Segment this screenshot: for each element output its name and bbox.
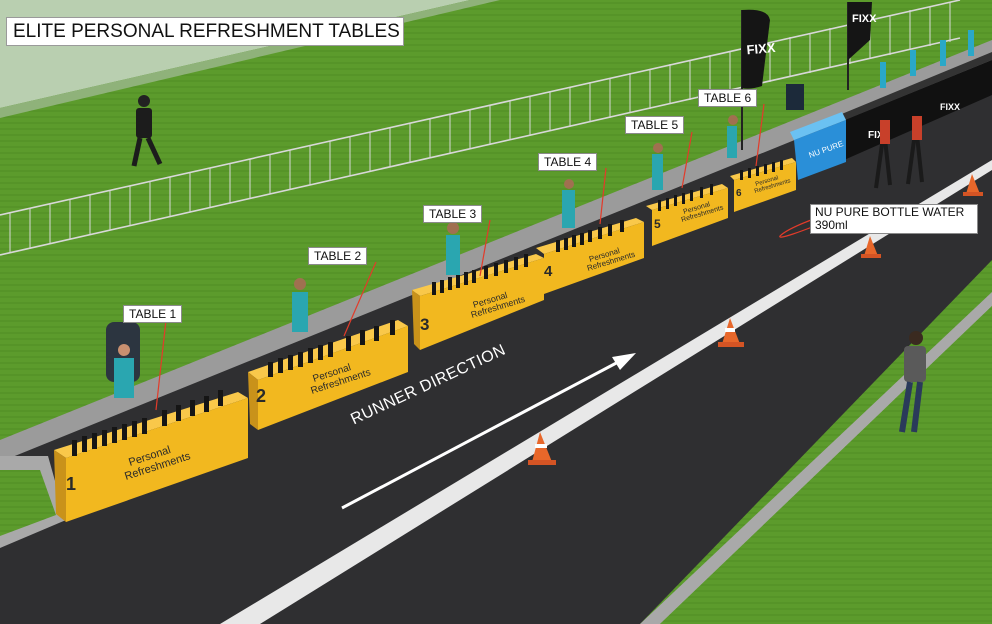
svg-text:FIXX: FIXX (940, 102, 960, 112)
far-tables: FIXX FIXX (832, 52, 992, 160)
table-6-number: 6 (736, 188, 742, 199)
svg-text:FIXX: FIXX (746, 40, 776, 57)
water-label-line2: 390ml (815, 218, 848, 232)
table-1-number: 1 (66, 474, 76, 494)
table-5-label: TABLE 5 (625, 116, 685, 134)
distant-volunteers (880, 30, 974, 88)
standing-person (899, 331, 926, 433)
svg-text:FIXX: FIXX (852, 13, 877, 25)
cone-3 (861, 236, 881, 258)
grass-pocket (0, 470, 56, 536)
svg-text:FIXX: FIXX (868, 130, 891, 141)
table-4-number: 4 (544, 263, 553, 280)
walking-person (131, 95, 163, 167)
table-5-number: 5 (654, 217, 661, 231)
cone-1 (528, 432, 556, 465)
table-volunteers (106, 115, 738, 398)
water-volunteer (786, 84, 804, 110)
table-1-label: TABLE 1 (123, 305, 183, 323)
athletes (874, 116, 924, 189)
table-6-box (730, 158, 796, 212)
table-3-box (412, 254, 544, 350)
road-line (220, 160, 992, 624)
cone-4 (963, 174, 983, 196)
water-table: NU PURE (790, 112, 846, 180)
water-label: NU PURE BOTTLE WATER 390ml (810, 204, 978, 234)
table-2-number: 2 (256, 386, 266, 406)
table-2-label: TABLE 2 (308, 247, 368, 265)
runner-direction-arrow (341, 353, 636, 510)
barrier-fence (0, 0, 961, 256)
table-4-label: TABLE 4 (538, 153, 598, 171)
table-6-label: TABLE 6 (698, 89, 758, 107)
table-3-number: 3 (420, 315, 429, 334)
page-title: ELITE PERSONAL REFRESHMENT TABLES (6, 17, 404, 46)
flag-2: FIXX (847, 2, 877, 90)
cone-2 (718, 318, 744, 347)
leader-lines (155, 103, 841, 411)
table-3-label: TABLE 3 (423, 205, 483, 223)
flag-1: FIXX (741, 9, 776, 150)
bottles (72, 160, 783, 456)
water-label-line1: NU PURE BOTTLE WATER (815, 205, 965, 219)
